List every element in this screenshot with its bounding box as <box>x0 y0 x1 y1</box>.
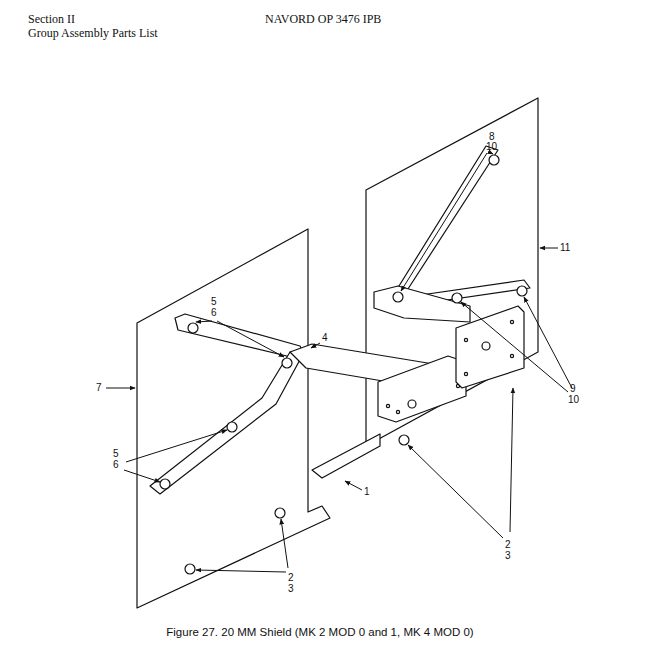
callout-number: 6 <box>113 460 119 470</box>
callout-number: 3 <box>288 584 294 594</box>
header-text: Group Assembly Parts List <box>28 27 158 39</box>
left-plate <box>137 229 330 608</box>
callout-number: 5 <box>113 449 119 459</box>
callout-number: 11 <box>560 243 570 253</box>
callout-number: 2 <box>288 573 294 583</box>
header-text: Section II <box>28 13 75 25</box>
figure-caption: Figure 27. 20 MM Shield (MK 2 MOD 0 and … <box>166 627 473 639</box>
callout-number: 2 <box>505 540 511 550</box>
callout-number: 10 <box>486 142 497 152</box>
callout-number: 5 <box>211 297 217 307</box>
right-bracket <box>374 146 530 388</box>
callout-number: 9 <box>570 384 576 394</box>
right-plate <box>366 98 538 446</box>
header-text: NAVORD OP 3476 IPB <box>265 13 381 25</box>
callout-number: 1 <box>364 487 370 497</box>
callout-number: 7 <box>96 383 102 393</box>
callout-number: 3 <box>505 551 511 561</box>
leader-lines <box>106 153 572 572</box>
callout-number: 6 <box>211 308 217 318</box>
bottom-bar <box>312 434 380 478</box>
callout-number: 10 <box>568 395 579 405</box>
callout-number: 8 <box>489 132 495 142</box>
left-bracket <box>150 314 470 494</box>
nuts <box>160 155 527 574</box>
callout-number: 4 <box>322 333 328 343</box>
